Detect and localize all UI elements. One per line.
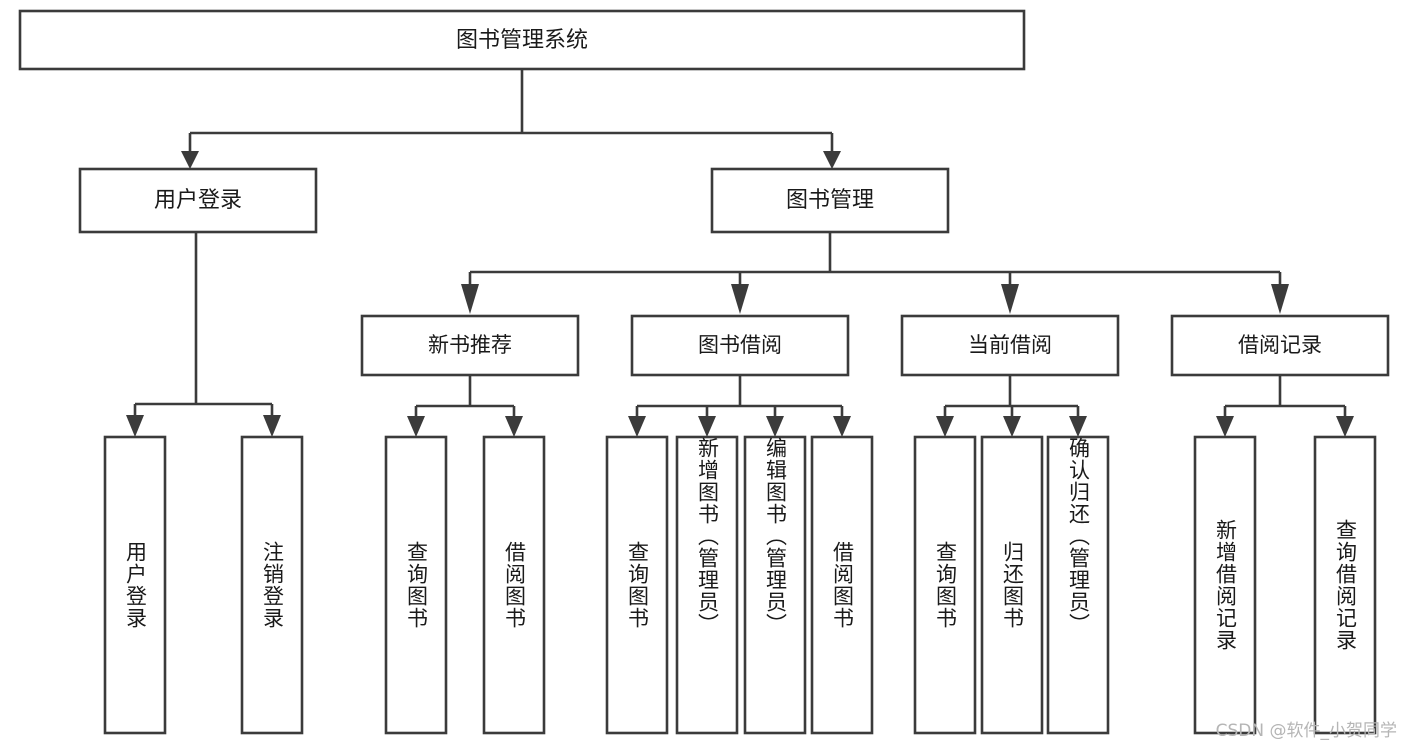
arrowhead-book-manage xyxy=(823,151,841,169)
connector-group-bookmanage-to-level3 xyxy=(461,232,1289,314)
arrowhead-leaf-newbook-1 xyxy=(407,416,425,437)
leaf-rect-current-borrow-3[interactable] xyxy=(1046,435,1110,735)
connector-root-split xyxy=(188,69,834,155)
arrowhead-leaf-currentborrow-3 xyxy=(1069,416,1087,437)
node-user-login-label: 用户登录 xyxy=(154,188,242,213)
arrowhead-leaf-user-login-2 xyxy=(263,415,281,437)
connector-group-currentborrow-to-leaves xyxy=(936,375,1087,437)
node-root-system[interactable]: 图书管理系统 xyxy=(18,9,1026,71)
node-current-borrow-label: 当前借阅 xyxy=(968,333,1052,357)
leaf-rect-borrow-record-1[interactable] xyxy=(1193,435,1257,735)
leaf-rect-new-book-2[interactable] xyxy=(482,435,546,735)
connector-group-userlogin-to-leaves xyxy=(126,232,281,437)
node-book-manage[interactable]: 图书管理 xyxy=(710,167,950,234)
arrowhead-user-login xyxy=(181,151,199,169)
leaf-rect-borrow-record-2[interactable] xyxy=(1313,435,1377,735)
leaf-rect-book-borrow-2[interactable] xyxy=(675,435,739,735)
csdn-watermark: CSDN @软件_小贺同学 xyxy=(1215,721,1397,741)
arrowhead-leaf-bookborrow-3 xyxy=(766,416,784,437)
arrowhead-leaf-bookborrow-2 xyxy=(698,416,716,437)
node-borrow-record[interactable]: 借阅记录 xyxy=(1170,314,1390,377)
node-new-book-recommend-label: 新书推荐 xyxy=(428,333,512,357)
connector-group-bookborrow-to-leaves xyxy=(628,375,851,437)
leaf-rect-current-borrow-2[interactable] xyxy=(980,435,1044,735)
node-borrow-record-rect[interactable] xyxy=(1170,314,1390,377)
node-user-login[interactable]: 用户登录 xyxy=(78,167,318,234)
node-current-borrow[interactable]: 当前借阅 xyxy=(900,314,1120,377)
connector-group-root-to-level2 xyxy=(181,69,841,169)
node-book-borrow-rect[interactable] xyxy=(630,314,850,377)
leaf-rect-new-book-1[interactable] xyxy=(384,435,448,735)
node-root-rect[interactable] xyxy=(18,9,1026,71)
leaf-rect-user-login-2[interactable] xyxy=(240,435,304,735)
node-book-borrow-label: 图书借阅 xyxy=(698,333,782,357)
leaf-rect-book-borrow-4[interactable] xyxy=(810,435,874,735)
arrowhead-leaf-currentborrow-2 xyxy=(1003,416,1021,437)
connector-group-borrowrecord-to-leaves xyxy=(1216,375,1354,437)
arrowhead-leaf-borrowrecord-2 xyxy=(1336,416,1354,437)
connector-group-newbook-to-leaves xyxy=(407,375,523,437)
arrowhead-leaf-bookborrow-1 xyxy=(628,416,646,437)
node-book-manage-rect[interactable] xyxy=(710,167,950,234)
leaf-rect-current-borrow-1[interactable] xyxy=(913,435,977,735)
node-borrow-record-label: 借阅记录 xyxy=(1238,333,1322,357)
arrowhead-leaf-newbook-2 xyxy=(505,416,523,437)
arrowhead-borrow-record xyxy=(1271,284,1289,314)
connector-bookborrow-split xyxy=(635,375,844,420)
leaf-rect-book-borrow-1[interactable] xyxy=(605,435,669,735)
node-user-login-rect[interactable] xyxy=(78,167,318,234)
node-new-book-recommend[interactable]: 新书推荐 xyxy=(360,314,580,377)
node-new-book-recommend-rect[interactable] xyxy=(360,314,580,377)
connector-newbook-split xyxy=(414,375,516,420)
connector-borrowrecord-split xyxy=(1223,375,1347,420)
node-book-borrow[interactable]: 图书借阅 xyxy=(630,314,850,377)
node-book-manage-label: 图书管理 xyxy=(786,188,874,213)
arrowhead-leaf-borrowrecord-1 xyxy=(1216,416,1234,437)
node-current-borrow-rect[interactable] xyxy=(900,314,1120,377)
arrowhead-leaf-bookborrow-4 xyxy=(833,416,851,437)
arrowhead-current-borrow xyxy=(1001,284,1019,314)
leaf-rect-user-login-1[interactable] xyxy=(103,435,167,735)
arrowhead-new-book xyxy=(461,284,479,314)
arrowhead-leaf-currentborrow-1 xyxy=(936,416,954,437)
connector-userlogin-split xyxy=(133,232,274,419)
leaf-rect-book-borrow-3[interactable] xyxy=(743,435,807,735)
arrowhead-leaf-user-login-1 xyxy=(126,415,144,437)
connector-bookmanage-split xyxy=(468,232,1282,288)
arrowhead-book-borrow xyxy=(731,284,749,314)
node-root-label: 图书管理系统 xyxy=(456,28,588,53)
connector-currentborrow-split xyxy=(943,375,1080,420)
